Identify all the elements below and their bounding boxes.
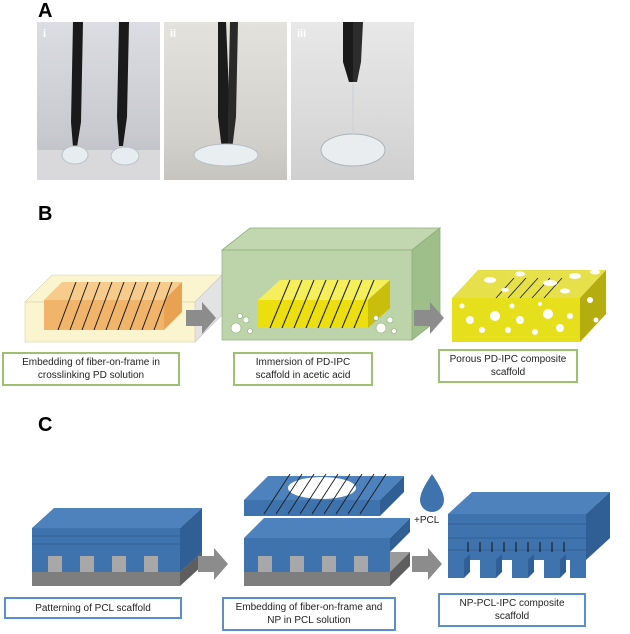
photo-i: i [37, 22, 160, 180]
panel-c-letter: C [38, 414, 53, 436]
photo-i-label: i [43, 28, 47, 40]
panel-b-letter: B [38, 203, 53, 225]
c2-embedding [244, 473, 410, 586]
b3-porous-composite [452, 266, 606, 342]
c-step-3-label: NP-PCL-IPC composite scaffold [438, 593, 586, 627]
photo-iii: iii [291, 22, 414, 180]
panel-a-letter: A [38, 0, 53, 22]
b-step-2-label: Immersion of PD-IPC scaffold in acetic a… [233, 352, 373, 386]
c3-composite-scaffold [448, 492, 610, 578]
c1-patterned-scaffold [32, 508, 202, 586]
photo-ii: ii [164, 22, 287, 180]
b1-fiber-frame [44, 281, 182, 331]
photo-ii-label: ii [170, 28, 177, 40]
c-arrow-2 [412, 548, 442, 580]
b2-bubbles [230, 313, 397, 334]
photo-iii-label: iii [297, 28, 307, 40]
pcl-additive-label: +PCL [414, 515, 440, 526]
c-step-2-label: Embedding of fiber-on-frame and NP in PC… [222, 597, 396, 631]
b-arrow-2 [414, 302, 444, 334]
c-arrow-1 [198, 548, 228, 580]
b-step-3-label: Porous PD-IPC composite scaffold [438, 349, 578, 383]
b-step-1-label: Embedding of fiber-on-frame in crosslink… [2, 352, 180, 386]
c-step-1-label: Patterning of PCL scaffold [4, 597, 182, 619]
b2-yellow-scaffold [258, 279, 390, 329]
pcl-drop-icon [420, 474, 444, 512]
b-arrow-1 [186, 302, 216, 334]
